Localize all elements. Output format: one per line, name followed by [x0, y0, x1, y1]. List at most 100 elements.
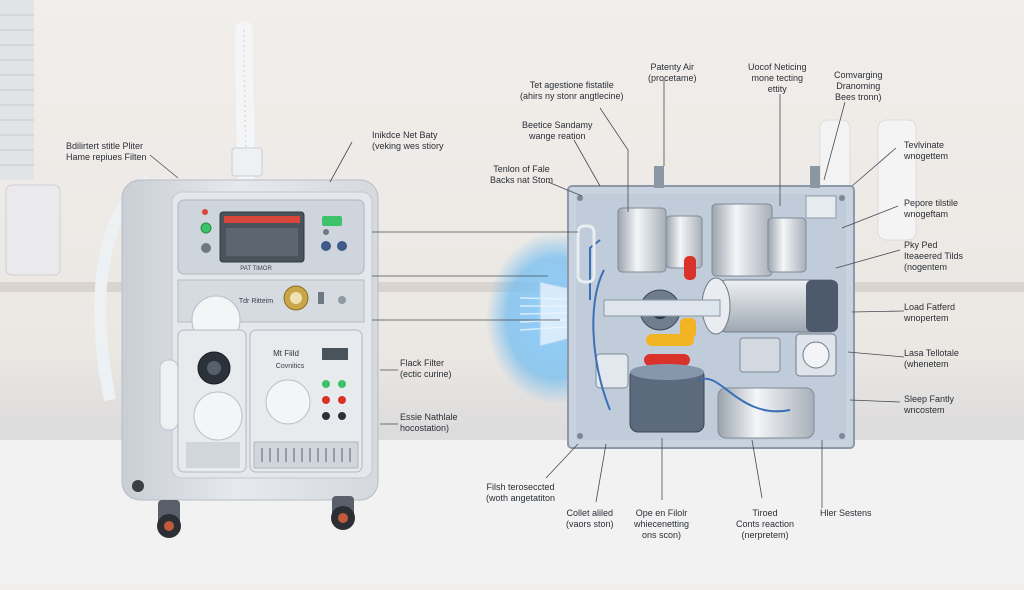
callout-text: Iteaeered Tilds [904, 251, 964, 261]
callout-text: Comvarging [834, 70, 883, 80]
callout-text: Beetice Sandamy [522, 120, 593, 130]
wheels [132, 480, 355, 538]
callout-inlet: Inikdce Net Baty (veking wes stiory [372, 130, 444, 152]
callout-text: Inikdce Net Baty [372, 130, 438, 140]
panel-knob-1[interactable] [321, 241, 331, 251]
callout-text: (nerpretem) [741, 530, 789, 540]
filter-cylinder-3 [711, 203, 773, 277]
wall-device-left [5, 184, 61, 276]
callout-ppe: Tet agestione fistatile (ahirs ny stonr … [520, 80, 624, 102]
filter-cylinder-4 [767, 217, 807, 273]
callout-b1: Filsh teroseccted (woth angetatiton [486, 482, 555, 504]
callout-text: wange reation [529, 131, 586, 141]
callout-text: Ope en Filolr [635, 508, 688, 518]
filter-cylinder-2 [665, 215, 703, 269]
callout-b5: Hler Sestens [820, 508, 872, 519]
hose-connector [231, 147, 263, 177]
housing-screws [577, 195, 845, 439]
callout-text: (vaors ston) [566, 519, 614, 529]
callout-r1: Tevlvinate wnogettem [904, 140, 948, 162]
panel-button[interactable] [201, 243, 211, 253]
callout-flack: Flack Filter (ectic curine) [400, 358, 452, 380]
switch-1[interactable] [318, 292, 324, 304]
callout-esse: Essie Nathlale hocostation) [400, 412, 458, 434]
callout-text: Sleep Fantly [904, 394, 955, 404]
callout-text: Flack Filter [400, 358, 445, 368]
callout-text: Pepore tilstile [904, 198, 959, 208]
wall-dispenser-right [877, 119, 917, 241]
callout-text: Dranoming [836, 81, 881, 91]
panel-text: PAT TIMOR [240, 266, 272, 272]
central-shaft [603, 299, 721, 317]
callout-text: (whenetem [904, 359, 949, 369]
callout-text: Tenlon of Fale [493, 164, 550, 174]
callout-text: Pky Ped [904, 240, 938, 250]
callout-text: wnogettem [904, 151, 949, 161]
callout-flow: Tenlon of Fale Backs nat Stom [490, 164, 553, 186]
sub-panel-title: Mt Fiild [273, 349, 299, 358]
panel-knob-3[interactable] [323, 229, 329, 235]
top-right-bracket [805, 195, 837, 219]
blind-slats [0, 14, 34, 166]
callout-r6: Sleep Fantly wncostem [904, 394, 954, 416]
callout-text: Tevlvinate [904, 140, 945, 150]
callout-text: (veking wes stiory [372, 141, 444, 151]
motor-end-cap [806, 280, 838, 332]
callout-b2: Collet aliled (vaors ston) [566, 508, 614, 530]
sub-panel-knob[interactable] [265, 379, 311, 425]
callout-text: (nogentem [904, 262, 948, 272]
callout-text: Bees tronn) [835, 92, 882, 102]
callout-text: Collet aliled [566, 508, 614, 518]
callout-text: Conts reaction [736, 519, 795, 529]
callout-converging: Comvarging Dranoming Bees tronn) [834, 70, 883, 103]
callout-text: Tet agestione fistatile [529, 80, 614, 90]
sub-panel-subtitle: Covnitics [276, 363, 305, 370]
callout-text: Bdilirtert stitle Pliter [66, 141, 144, 151]
small-display [322, 348, 348, 360]
top-pipe-1 [654, 166, 664, 188]
power-indicator-red [202, 209, 208, 215]
bottom-tank [717, 387, 815, 439]
callout-text: Hame repiues Filten [66, 152, 147, 162]
display-red-bar [224, 216, 300, 223]
callout-text: (procetame) [648, 73, 697, 83]
callout-b3: Ope en Filolr whiecenetting ons scon) [634, 508, 689, 541]
callout-left-top: Bdilirtert stitle Pliter Hame repiues Fi… [66, 141, 147, 163]
callout-r3: Pky Ped Iteaeered Tilds (nogentem [904, 240, 963, 273]
large-knob-bottom[interactable] [193, 391, 243, 441]
callout-text: hocostation) [400, 423, 450, 433]
callout-text: wnopertem [904, 313, 949, 323]
red-pipe-bottom [644, 354, 690, 366]
filter-cylinder-1 [617, 207, 667, 273]
callout-sandamy: Beetice Sandamy wange reation [522, 120, 593, 142]
callout-text: Tiroed [752, 508, 778, 518]
knob-label: Tdr Ritteim [239, 298, 273, 305]
status-led-green [322, 216, 342, 226]
leader-lines [149, 80, 905, 508]
callout-r4: Load Fatferd wnopertem [904, 302, 955, 324]
callout-text: Filsh teroseccted [486, 482, 555, 492]
bracket-unit [739, 337, 781, 373]
callout-text: mone tecting [751, 73, 804, 83]
red-yellow-connector [646, 334, 694, 346]
indicator-buttons [322, 380, 346, 420]
bottom-vent [253, 441, 359, 469]
panel-knob-2[interactable] [337, 241, 347, 251]
callout-text: Essie Nathlale [400, 412, 458, 422]
callout-text: ettity [767, 84, 787, 94]
callout-text: wnogeftam [904, 209, 949, 219]
callout-b4: Tiroed Conts reaction (nerpretem) [736, 508, 794, 541]
callout-text: Hler Sestens [820, 508, 872, 518]
callout-air: Patenty Air (procetame) [648, 62, 697, 84]
yellow-pipe [680, 318, 696, 338]
callout-text: ons scon) [642, 530, 682, 540]
small-button[interactable] [338, 296, 346, 304]
left-valve [595, 353, 629, 389]
callout-text: Load Fatferd [904, 302, 956, 312]
callout-text: (ectic curine) [400, 369, 452, 379]
callout-text: (ahirs ny stonr angtlecine) [520, 91, 624, 101]
callout-r2: Pepore tilstile wnogeftam [904, 198, 958, 220]
power-indicator-green [200, 222, 212, 234]
